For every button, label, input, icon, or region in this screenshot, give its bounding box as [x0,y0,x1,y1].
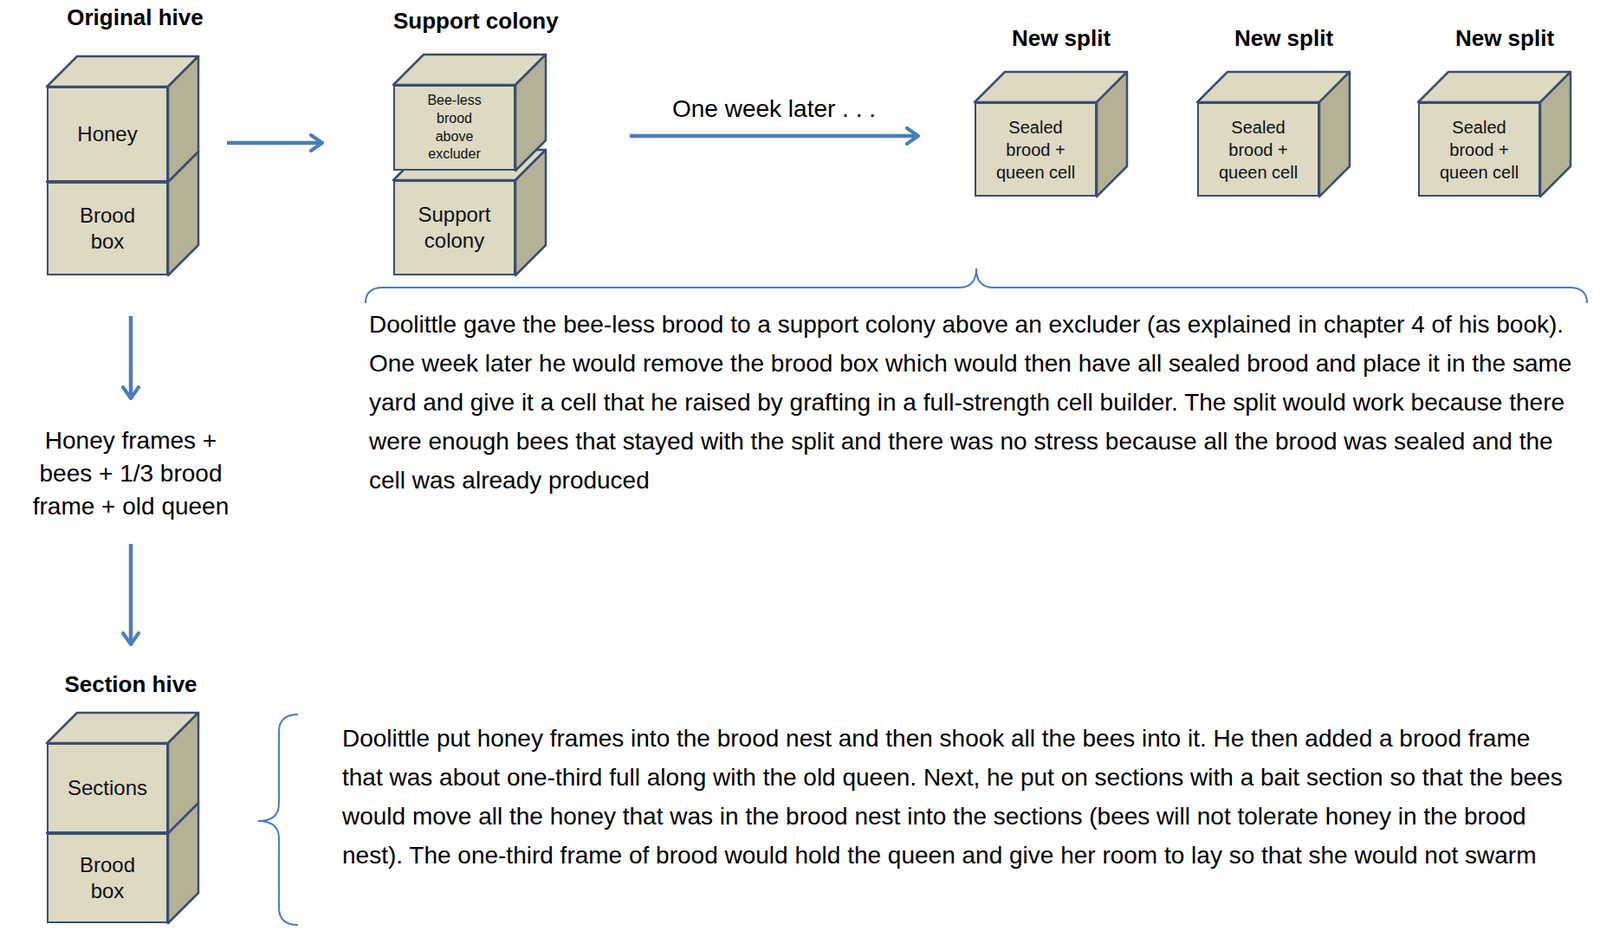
box-depth [393,54,546,171]
hive-box: Bee-less brood above excluder [393,84,516,171]
hive-box: Sections [46,743,169,834]
box-side [1540,71,1571,197]
note-paragraph: Doolittle gave the bee-less brood to a s… [369,304,1591,500]
box-label: Bee-less brood above excluder [424,91,485,164]
curly-brace [258,714,298,926]
box-label: Support colony [414,201,495,254]
flow-arrow [129,316,134,399]
box-depth [974,71,1128,197]
box-label: Sections [67,775,148,802]
split-hive: New splitSealed brood + queen cell [974,24,1148,197]
box-side [168,56,199,182]
note-paragraph: Doolittle put honey frames into the broo… [342,719,1573,875]
split-hive: New splitSealed brood + queen cell [1418,24,1592,197]
box-label: Brood box [67,852,148,905]
box-side [1319,71,1350,197]
box-label: Brood box [67,202,148,255]
split-heading: New split [974,24,1148,52]
box-depth [46,712,199,834]
hive-stack: Section hiveSectionsBrood box [46,670,215,924]
text-node: Honey frames + bees + 1/3 brood frame + … [22,424,240,524]
box-depth [1418,71,1571,197]
hive-heading: Original hive [46,3,224,32]
box-depth [1197,71,1350,197]
box-side [515,149,546,276]
edge-label: One week later . . . [668,94,880,124]
flow-arrow [129,544,134,645]
hive-box: Support colony [393,180,516,276]
hive-box: Brood box [46,181,169,276]
hive-heading: Section hive [46,670,215,699]
box-label: Sealed brood + queen cell [1211,116,1305,184]
box-front: Sealed brood + queen cell [1197,102,1320,197]
split-hive: New splitSealed brood + queen cell [1197,24,1371,197]
split-heading: New split [1418,24,1592,52]
box-front: Sealed brood + queen cell [974,102,1097,197]
hive-box: Brood box [46,833,169,924]
box-label: Honey [77,121,137,148]
box-side [168,712,199,834]
hive-box: Honey [46,86,169,182]
split-heading: New split [1197,24,1371,52]
flow-arrow [226,141,323,146]
box-label: Sealed brood + queen cell [989,116,1082,184]
hive-stack: Support colonyBee-less brood above exclu… [393,6,546,276]
hive-heading: Support colony [393,6,546,35]
step-text: Honey frames + bees + 1/3 brood frame + … [22,424,240,524]
hive-stack: Original hiveHoneyBrood box [46,3,224,278]
curly-brace [365,268,1588,304]
box-side [515,54,546,171]
box-side [1096,71,1128,197]
box-front: Sealed brood + queen cell [1418,102,1541,197]
box-depth [46,56,199,182]
box-label: Sealed brood + queen cell [1432,116,1526,184]
flow-arrow [629,134,919,139]
